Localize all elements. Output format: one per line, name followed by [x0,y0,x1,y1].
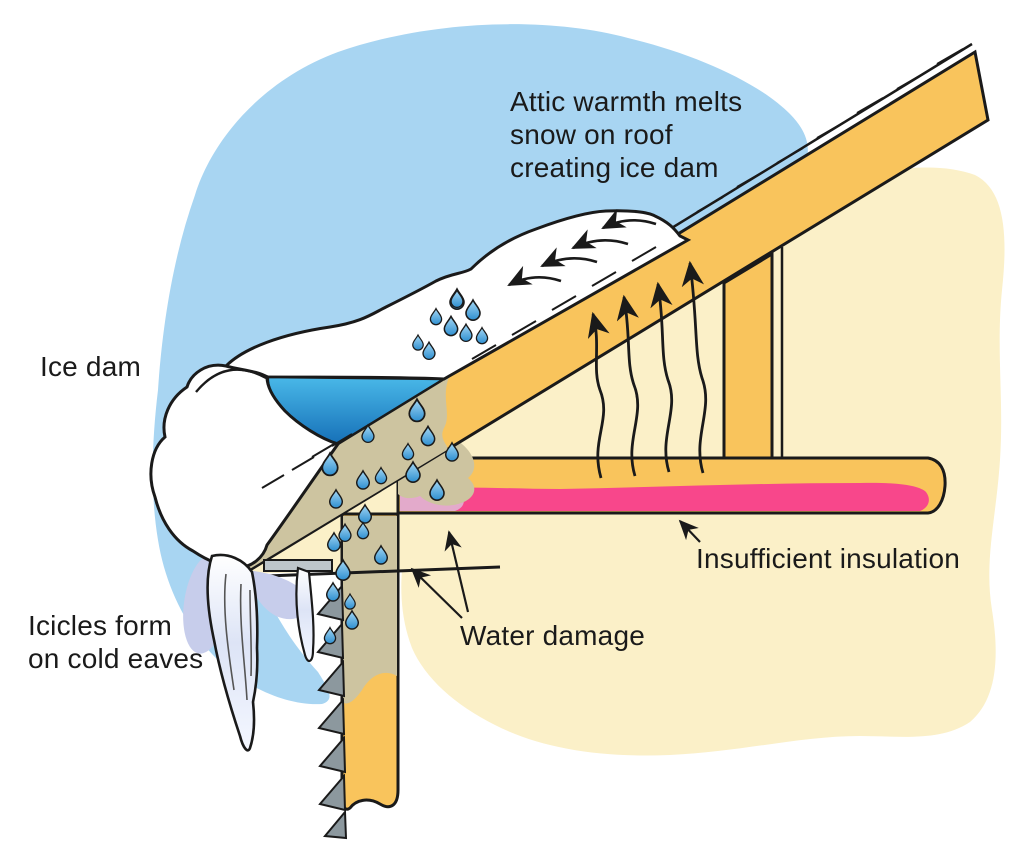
water-droplet [356,521,370,540]
water-droplet [357,503,373,524]
water-droplet [443,314,459,337]
water-droplet [412,333,424,351]
insulation-arrow [678,519,701,543]
heat-arrows [587,260,707,479]
water-droplet [465,298,481,321]
siding [316,583,348,840]
water-damage-arrow-1 [410,567,463,619]
water-damage-label: Water damage [460,620,646,651]
sky-blob [152,24,808,705]
insulation-pink [400,482,929,511]
water-droplet [323,626,337,645]
ice-dam-lobe-line [195,368,267,393]
water-droplet [335,558,351,581]
water-droplet [459,322,473,343]
water-droplet [401,442,415,461]
water-droplets-all [321,288,489,645]
attic-stud [722,247,784,460]
water-droplet [408,397,426,423]
water-droplet [420,424,436,447]
water-droplet [326,531,342,552]
attic-warmth-label: Attic warmth melts snow on roof creating… [510,86,743,183]
water-droplet [444,441,460,462]
icicles [206,553,315,752]
ice-dam-label: Ice dam [40,351,141,382]
water-droplet [405,460,421,483]
icicles-label: Icicles form on cold eaves [28,610,204,674]
roof-hatches [261,48,964,489]
water-droplet [361,423,375,444]
water-droplet [338,522,352,543]
water-droplet [450,288,464,309]
water-droplet [373,544,389,565]
water-droplet [344,592,356,610]
melt-flow-arrows [507,208,657,287]
water-droplet [328,488,344,509]
water-droplet [429,478,445,501]
water-droplet [344,609,360,630]
pointer-arrows [410,519,701,619]
water-droplet [355,469,371,490]
water-droplet [475,326,489,345]
water-damage-arrow-2 [444,530,470,613]
water-droplet [429,307,443,326]
water-droplet [321,451,339,477]
water-droplet [422,340,436,361]
water-droplet [374,466,388,485]
insufficient-insulation-label: Insufficient insulation [696,543,961,574]
water-droplet [325,581,341,602]
